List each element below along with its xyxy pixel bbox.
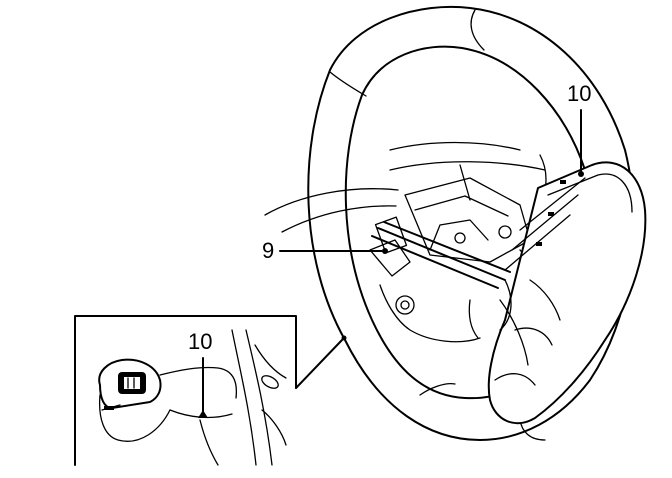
- steering-column: [264, 141, 546, 233]
- callout-label-10-main: 10: [567, 81, 591, 106]
- airbag-module: [487, 161, 647, 425]
- callout-label-9: 9: [262, 238, 274, 263]
- callout-9: 9: [262, 238, 388, 263]
- inset-detail-view: 10: [74, 315, 347, 466]
- callout-10-main: 10: [567, 81, 591, 177]
- callout-label-10-inset: 10: [188, 329, 212, 354]
- airbag-wiring-harness: [371, 221, 512, 331]
